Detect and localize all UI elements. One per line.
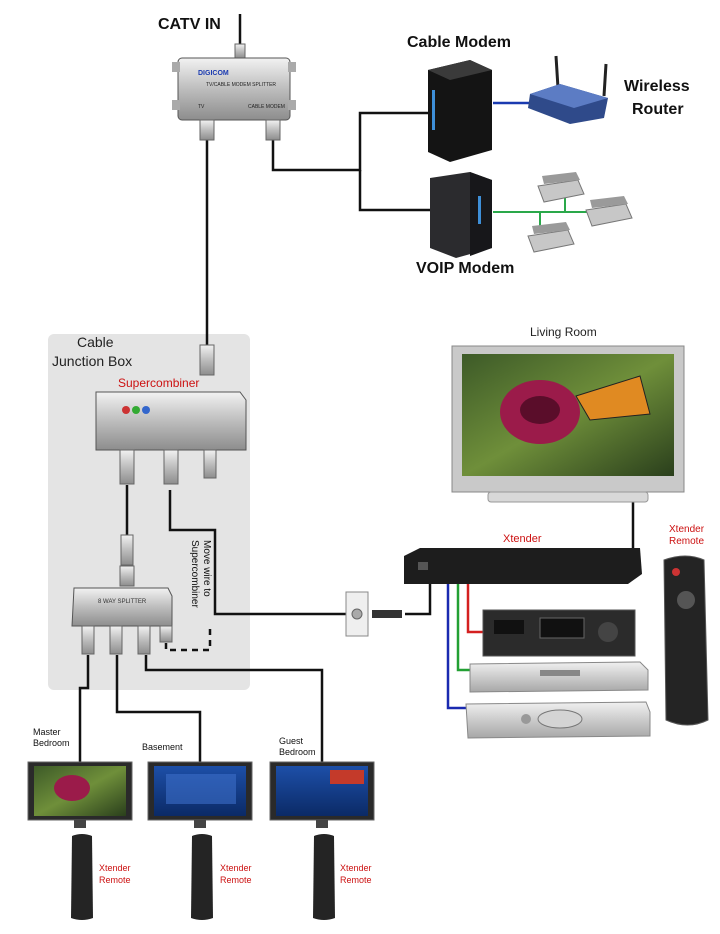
guest-bedroom-line2: Bedroom [279, 747, 316, 757]
small-remotes [71, 834, 335, 920]
voip-modem-device [430, 172, 492, 258]
xtender-device [404, 548, 642, 584]
living-room-tv [451, 345, 685, 503]
move-wire-label: Move wire to Supercombiner [188, 540, 212, 608]
xtender-remote-large [663, 555, 709, 726]
splitter-brand: DIGICOM [198, 70, 229, 77]
remote-master-line1: Xtender [99, 863, 131, 873]
cable-modem-label: Cable Modem [407, 34, 512, 51]
voip-modem-label: VOIP Modem [416, 260, 515, 277]
splitter-device [71, 565, 173, 655]
xtender-label: Xtender [503, 533, 542, 545]
guest-bedroom-label: Guest Bedroom [279, 736, 316, 758]
move-wire-line1: Move wire to [201, 540, 212, 597]
guest-bedroom-line1: Guest [279, 736, 304, 746]
xtender-remote-label-master: Xtender Remote [99, 862, 131, 886]
splitter-port-modem: CABLE MODEM [248, 104, 285, 110]
catv-in-label: CATV IN [158, 16, 221, 33]
bedroom-tvs [27, 761, 375, 828]
splitter-model: TV/CABLE MODEM SPLITTER [206, 82, 277, 88]
remote-master-line2: Remote [99, 875, 131, 885]
coax-wires [78, 14, 635, 762]
remote-basement-line1: Xtender [220, 863, 252, 873]
supercombiner-label: Supercombiner [118, 376, 200, 390]
cable-modem-device [428, 60, 492, 162]
basement-label: Basement [142, 742, 183, 752]
splitter-port-tv: TV [198, 104, 205, 110]
av-components [465, 609, 651, 739]
master-bedroom-line1: Master [33, 727, 61, 737]
supercombiner-device [95, 344, 247, 566]
wireless-label: Wireless [624, 78, 690, 95]
remote-guest-line1: Xtender [340, 863, 372, 873]
master-bedroom-label: Master Bedroom [33, 727, 70, 749]
catv-splitter [172, 43, 296, 141]
splitter8-text: 8 WAY SPLITTER [98, 599, 147, 605]
wall-plate [345, 591, 402, 637]
xtender-remote-label-large: Xtender Remote [669, 524, 704, 548]
remote-basement-line2: Remote [220, 875, 252, 885]
xtender-remote-label-guest: Xtender Remote [340, 862, 372, 886]
xtender-remote-label-basement: Xtender Remote [220, 862, 252, 886]
xtender-remote-large-line2: Remote [669, 536, 705, 547]
phones [527, 172, 633, 253]
junction-box-label-line2: Junction Box [52, 353, 133, 369]
master-bedroom-line2: Bedroom [33, 738, 70, 748]
router-label: Router [632, 101, 684, 118]
remote-guest-line2: Remote [340, 875, 372, 885]
wireless-router-device [528, 55, 608, 124]
junction-box-label-line1: Cable [77, 334, 114, 350]
living-room-label: Living Room [530, 325, 597, 339]
component-wires [446, 580, 483, 710]
move-wire-line2: Supercombiner [189, 540, 200, 608]
xtender-remote-large-line1: Xtender [669, 524, 705, 535]
